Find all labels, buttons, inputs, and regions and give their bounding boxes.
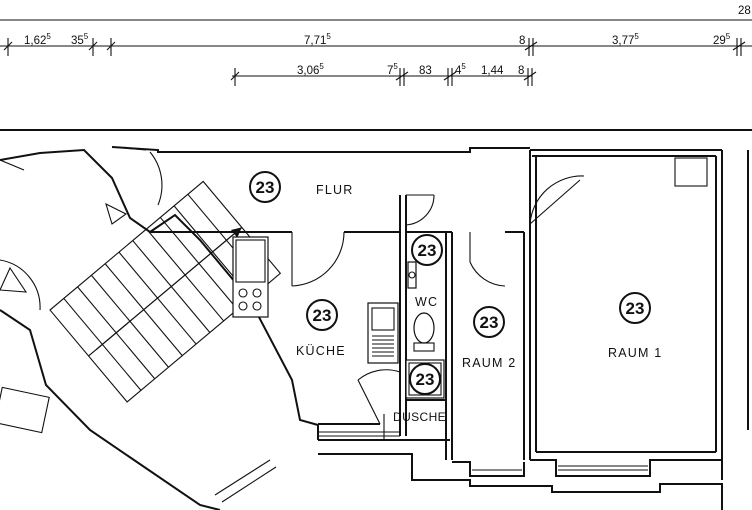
badge-raum-1: 23 [619, 292, 651, 324]
dim-top-right: 28 [738, 5, 751, 17]
room-labels: FLUR KÜCHE WC RAUM 2 RAUM 1 DUSCHE [296, 183, 662, 424]
svg-text:23: 23 [416, 370, 435, 389]
badge-wc: 23 [411, 234, 443, 266]
dim-7: 75 [387, 62, 398, 77]
dim-1-62: 1,625 [24, 32, 51, 47]
dim-35: 355 [71, 32, 89, 47]
doors [0, 146, 585, 425]
dim-1-44: 1,44 [481, 65, 504, 77]
badge-raum-2: 23 [473, 306, 505, 338]
room-label-dusche: DUSCHE [393, 410, 446, 424]
svg-text:23: 23 [480, 313, 499, 332]
room-label-kueche: KÜCHE [296, 344, 346, 358]
dim-7-71: 7,715 [304, 32, 331, 47]
dimension-labels: 28 1,625 355 7,715 8 3,775 295 3,065 75 … [24, 5, 751, 77]
svg-text:23: 23 [418, 241, 437, 260]
room-label-raum-2: RAUM 2 [462, 356, 516, 370]
stair-landing [0, 202, 277, 503]
dim-83: 83 [419, 65, 432, 77]
room-badges: 23 23 23 23 23 23 [249, 171, 651, 395]
staircase [49, 180, 282, 403]
svg-text:23: 23 [256, 178, 275, 197]
svg-text:23: 23 [313, 306, 332, 325]
badge-dusche: 23 [409, 363, 441, 395]
dimension-lines [0, 19, 752, 86]
badge-kueche: 23 [306, 299, 338, 331]
dim-4: 45 [455, 62, 466, 77]
radiator [674, 157, 708, 187]
wc-toilet [407, 261, 435, 352]
dim-3-06: 3,065 [297, 62, 324, 77]
kitchen-sink [367, 302, 399, 364]
svg-text:23: 23 [626, 299, 645, 318]
badge-flur: 23 [249, 171, 281, 203]
room-label-wc: WC [415, 295, 438, 309]
dim-3-77: 3,775 [612, 32, 639, 47]
dim-8-second: 8 [518, 65, 524, 77]
dim-8-top: 8 [519, 35, 525, 47]
windows [318, 414, 648, 471]
room-label-raum-1: RAUM 1 [608, 346, 662, 360]
kitchen-stove [232, 236, 269, 318]
room-label-flur: FLUR [316, 183, 353, 197]
walls [0, 129, 752, 510]
dim-29: 295 [713, 32, 731, 47]
